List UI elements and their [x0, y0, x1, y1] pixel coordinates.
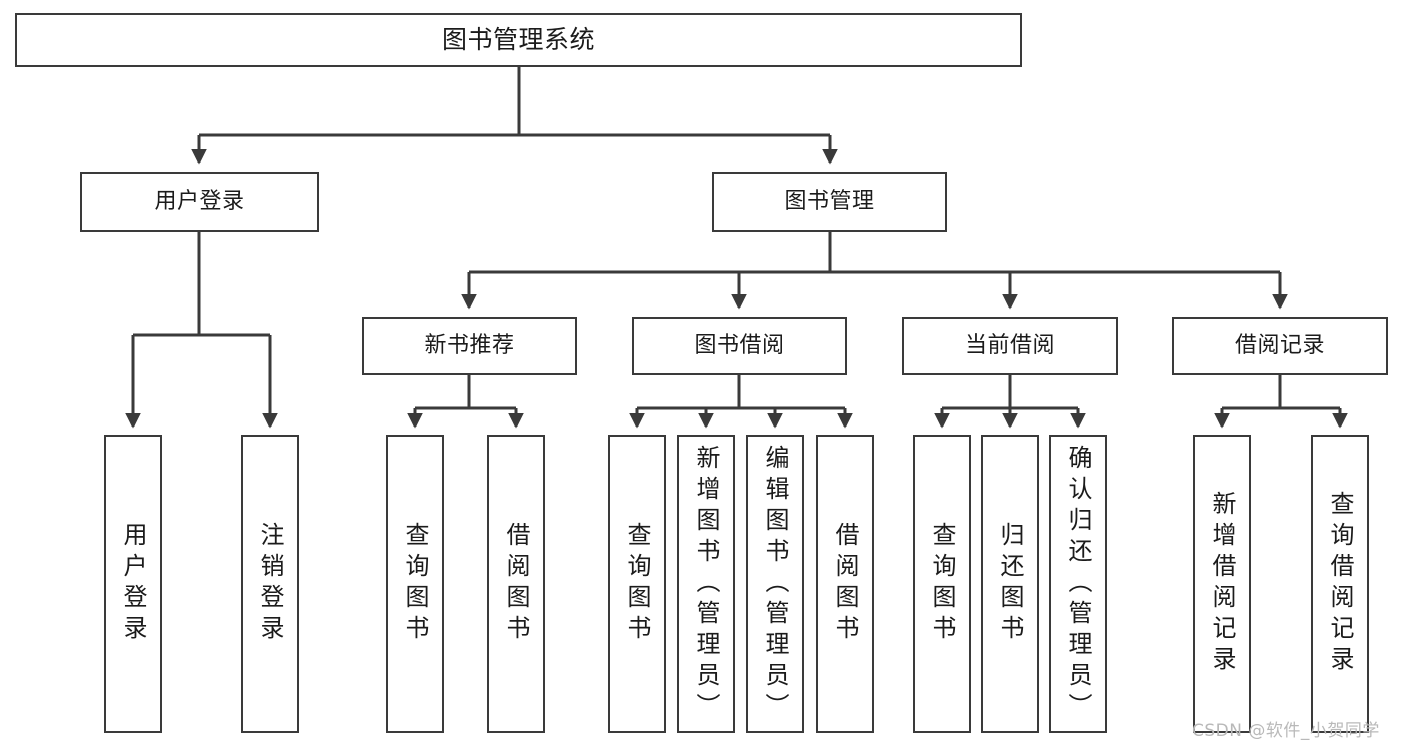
node-label: 借阅记录 — [1234, 333, 1325, 359]
leaf-current-return-book[interactable]: 归还图书 — [981, 435, 1039, 733]
node-new-book-recommend[interactable]: 新书推荐 — [362, 317, 577, 375]
node-book-borrow[interactable]: 图书借阅 — [632, 317, 847, 375]
node-label: 借阅图书 — [831, 522, 859, 646]
node-user-login[interactable]: 用户登录 — [80, 172, 319, 232]
node-borrow-record[interactable]: 借阅记录 — [1172, 317, 1388, 375]
leaf-record-add-record[interactable]: 新增借阅记录 — [1193, 435, 1251, 733]
node-label: 新增借阅记录 — [1208, 491, 1236, 677]
leaf-current-query-book[interactable]: 查询图书 — [913, 435, 971, 733]
node-label: 新增图书（管理员） — [692, 444, 720, 724]
node-label: 图书管理 — [784, 189, 875, 215]
node-label: 查询图书 — [928, 522, 956, 646]
leaf-borrow-add-book-admin[interactable]: 新增图书（管理员） — [677, 435, 735, 733]
node-label: 查询图书 — [623, 522, 651, 646]
node-label: 用户登录 — [119, 522, 147, 646]
node-current-borrow[interactable]: 当前借阅 — [902, 317, 1118, 375]
node-book-management[interactable]: 图书管理 — [712, 172, 947, 232]
leaf-record-query-record[interactable]: 查询借阅记录 — [1311, 435, 1369, 733]
leaf-user-login-signout[interactable]: 注销登录 — [241, 435, 299, 733]
leaf-borrow-borrow-book[interactable]: 借阅图书 — [816, 435, 874, 733]
node-label: 查询借阅记录 — [1326, 491, 1354, 677]
node-label: 查询图书 — [401, 522, 429, 646]
node-label: 确认归还（管理员） — [1064, 444, 1092, 724]
node-label: 借阅图书 — [502, 522, 530, 646]
node-label: 当前借阅 — [964, 333, 1055, 359]
leaf-user-login-signin[interactable]: 用户登录 — [104, 435, 162, 733]
node-label: 归还图书 — [996, 522, 1024, 646]
node-label: 用户登录 — [154, 189, 245, 215]
leaf-new-book-borrow-book[interactable]: 借阅图书 — [487, 435, 545, 733]
node-label: 新书推荐 — [424, 333, 515, 359]
leaf-borrow-edit-book-admin[interactable]: 编辑图书（管理员） — [746, 435, 804, 733]
leaf-new-book-query-book[interactable]: 查询图书 — [386, 435, 444, 733]
node-label: 编辑图书（管理员） — [761, 444, 789, 724]
node-label: 图书借阅 — [694, 333, 785, 359]
leaf-borrow-query-book[interactable]: 查询图书 — [608, 435, 666, 733]
node-root-book-management-system[interactable]: 图书管理系统 — [15, 13, 1022, 67]
node-label: 注销登录 — [256, 522, 284, 646]
leaf-current-confirm-return-admin[interactable]: 确认归还（管理员） — [1049, 435, 1107, 733]
csdn-watermark: CSDN @软件_小贺同学 — [1192, 721, 1380, 741]
node-label: 图书管理系统 — [441, 25, 595, 55]
